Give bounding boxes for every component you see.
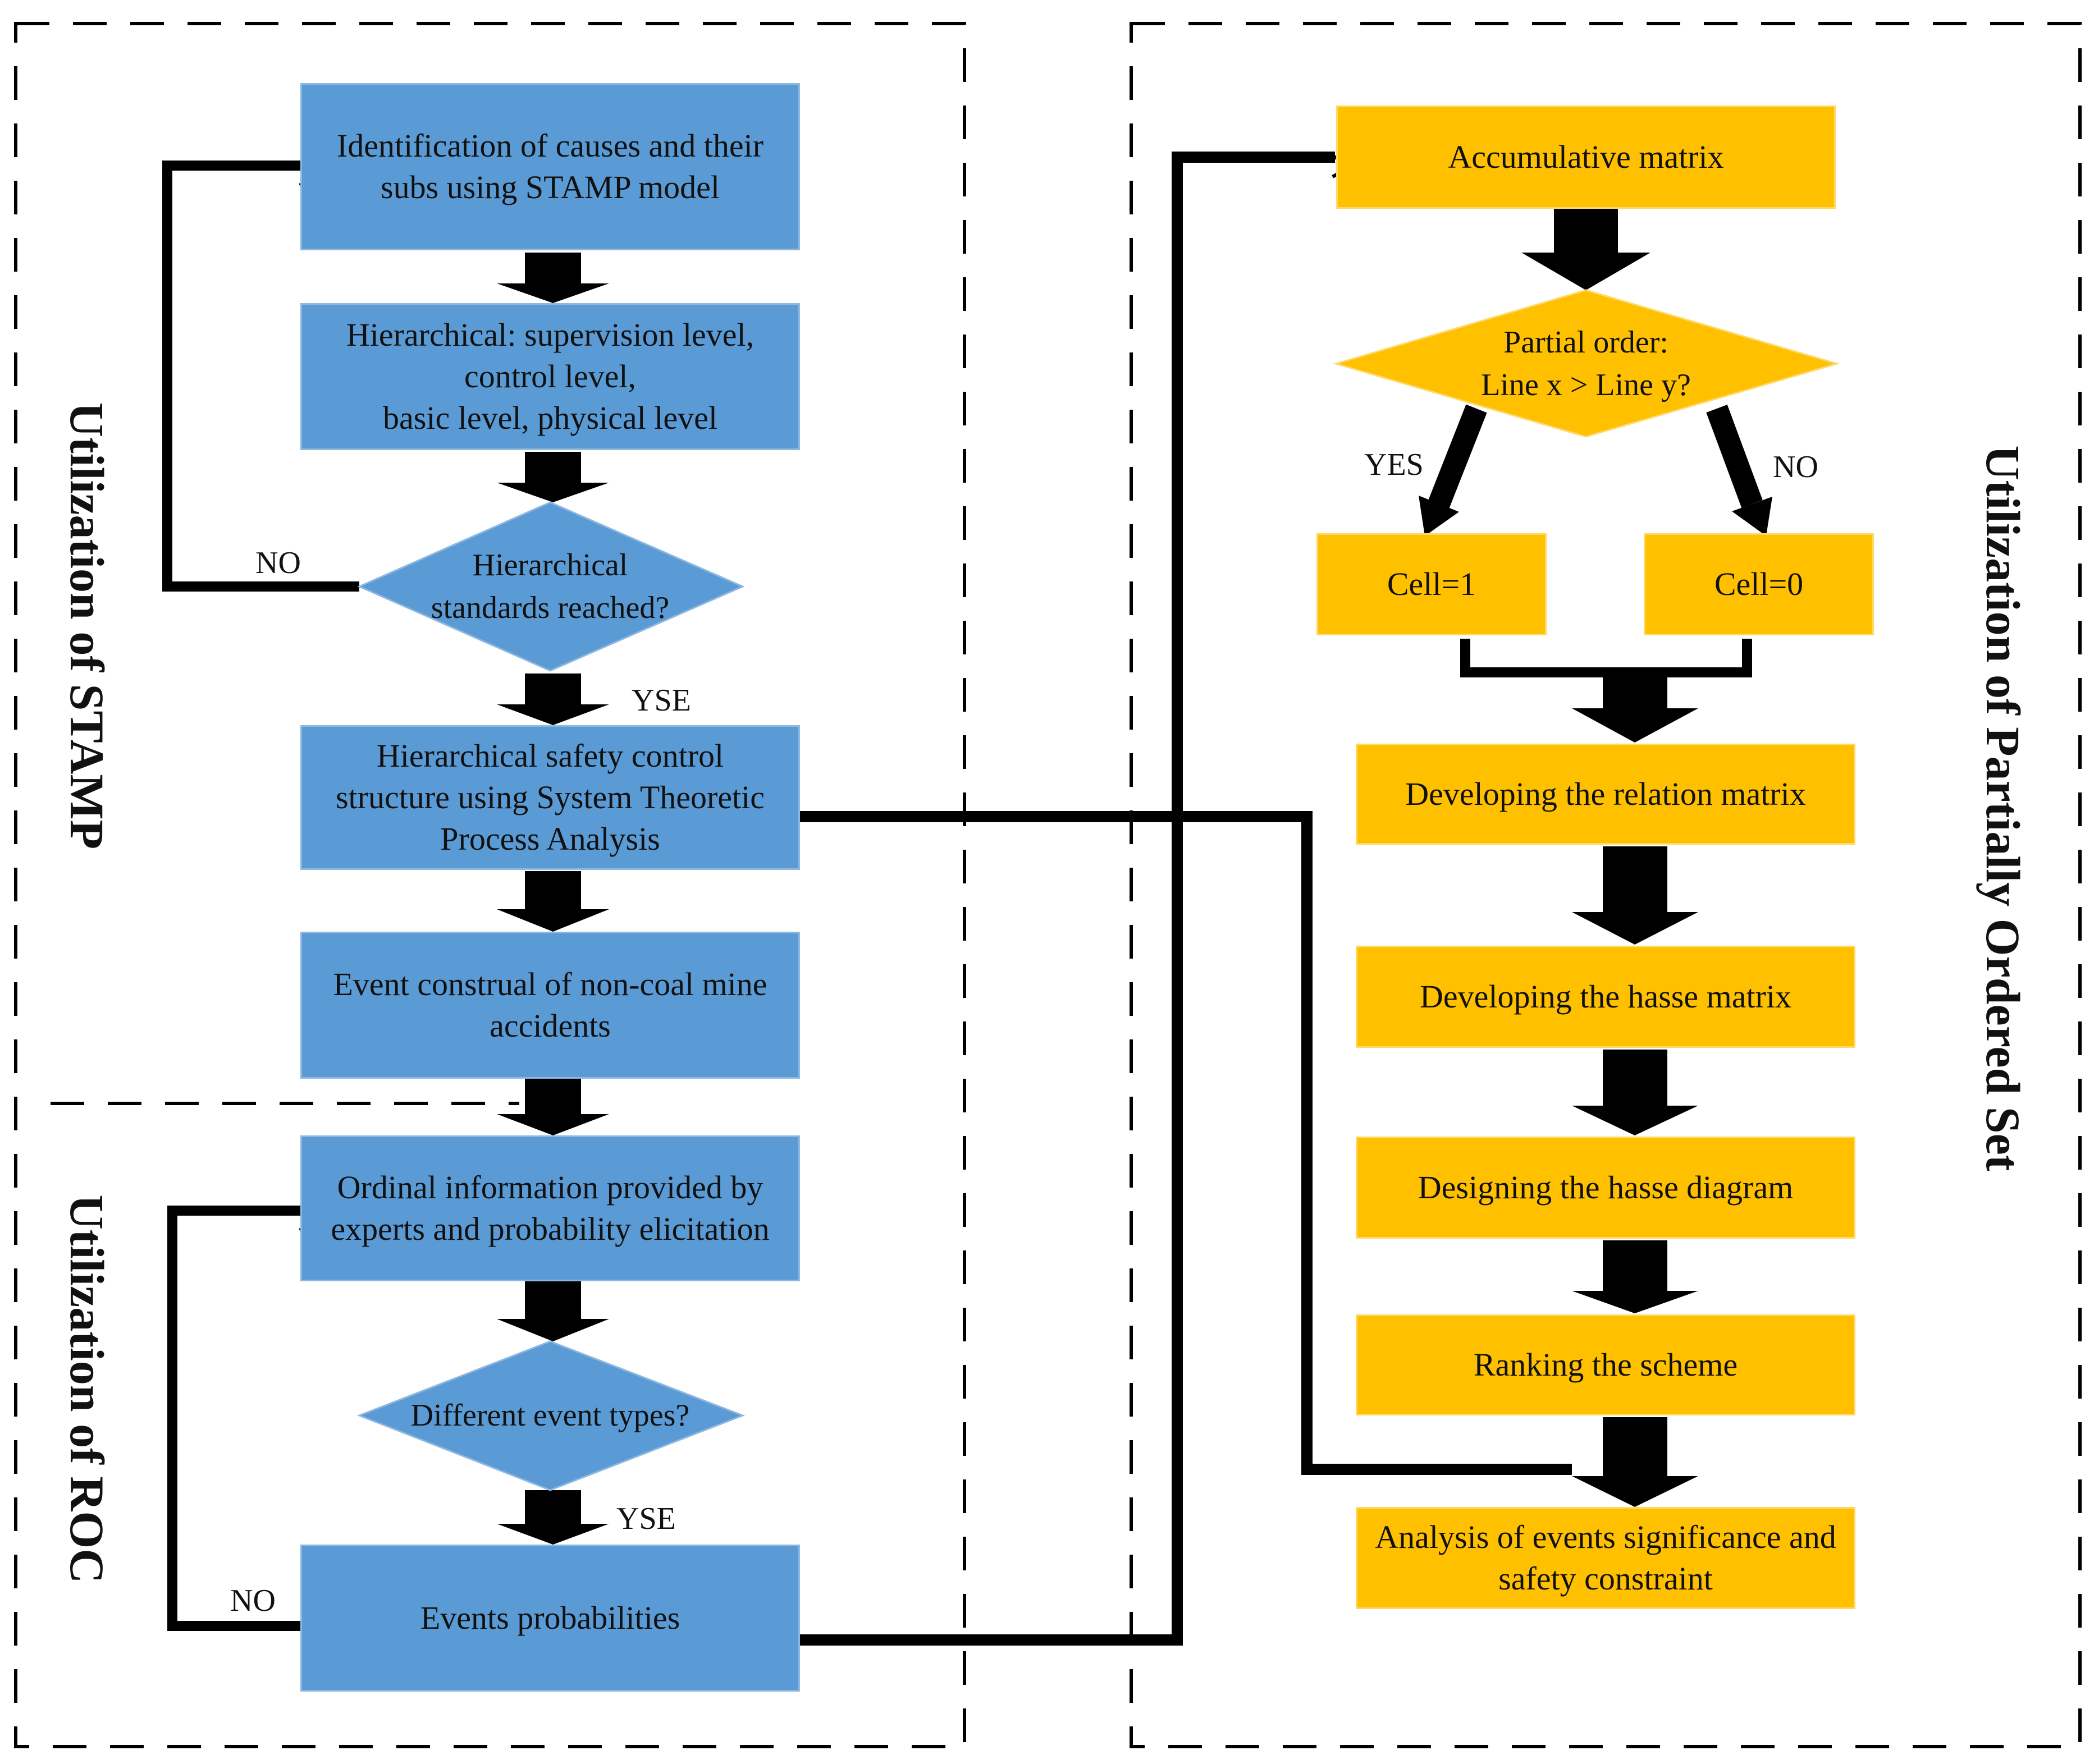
arrow-decision-to-control bbox=[497, 673, 609, 725]
arrow-event-to-ordinal bbox=[497, 1079, 609, 1135]
hasse-diagram-box[interactable]: Designing the hasse diagram bbox=[1356, 1137, 1855, 1239]
hierarchical-levels-box[interactable]: Hierarchical: supervision level, control… bbox=[300, 303, 800, 450]
hasse-matrix-box[interactable]: Developing the hasse matrix bbox=[1356, 946, 1855, 1048]
arrow-relation-to-hasse-matrix bbox=[1572, 846, 1698, 945]
poset-decision-yes-label: YES bbox=[1364, 447, 1424, 482]
arrow-decision-yes-head bbox=[1419, 496, 1459, 536]
cells-merge-bracket bbox=[1460, 639, 1752, 677]
arrow-ranking-to-analysis bbox=[1572, 1417, 1698, 1507]
stamp-decision-text: Hierarchical standards reached? bbox=[431, 548, 670, 625]
arrow-decision-no-line bbox=[1706, 405, 1763, 508]
stamp-section-frame bbox=[14, 22, 966, 1748]
roc-decision-no-label: NO bbox=[230, 1583, 276, 1618]
roc-no-loop bbox=[167, 1206, 321, 1631]
poset-decision-no-label: NO bbox=[1773, 450, 1818, 484]
roc-decision-yes-label: YSE bbox=[616, 1501, 676, 1536]
ordinal-information-box[interactable]: Ordinal information provided by experts … bbox=[300, 1135, 800, 1281]
arrow-control-to-event bbox=[497, 871, 609, 932]
stamp-no-loop bbox=[162, 161, 359, 592]
stamp-decision-diamond bbox=[357, 501, 745, 672]
event-construal-box[interactable]: Event construal of non-coal mine acciden… bbox=[300, 932, 800, 1079]
poset-decision-diamond bbox=[1333, 289, 1840, 438]
arrow-decision-to-probabilities bbox=[497, 1490, 609, 1545]
probabilities-to-accumulative-line bbox=[800, 152, 1354, 1646]
analysis-significance-box[interactable]: Analysis of events significance and safe… bbox=[1356, 1507, 1855, 1609]
arrow-decision-no-head bbox=[1732, 497, 1772, 536]
stamp-section-title: Utilization of STAMP bbox=[60, 402, 114, 850]
arrow-hasse-matrix-to-diagram bbox=[1572, 1050, 1698, 1135]
control-structure-box[interactable]: Hierarchical safety control structure us… bbox=[300, 725, 800, 870]
poset-section-title: Utilization of Partially Ordered Set bbox=[1976, 445, 2030, 1171]
poset-section-frame bbox=[1130, 22, 2082, 1748]
cell-zero-box[interactable]: Cell=0 bbox=[1644, 533, 1874, 635]
arrow-decision-yes-line bbox=[1428, 404, 1487, 508]
stamp-decision-no-label: NO bbox=[255, 546, 301, 580]
identify-causes-box[interactable]: Identification of causes and their subs … bbox=[300, 83, 800, 250]
roc-decision-text: Different event types? bbox=[410, 1398, 690, 1433]
arrow-accumulative-to-decision bbox=[1521, 209, 1650, 290]
roc-decision-diamond bbox=[356, 1340, 746, 1491]
arrow-identify-to-hierarchical bbox=[497, 253, 609, 303]
arrow-merge-to-relation bbox=[1572, 676, 1698, 743]
accumulative-matrix-box[interactable]: Accumulative matrix bbox=[1336, 106, 1836, 209]
relation-matrix-box[interactable]: Developing the relation matrix bbox=[1356, 744, 1855, 845]
arrow-hierarchical-to-decision bbox=[497, 452, 609, 502]
cell-one-box[interactable]: Cell=1 bbox=[1316, 533, 1547, 635]
poset-decision-text: Partial order: Line x > Line y? bbox=[1481, 325, 1691, 402]
stamp-decision-yes-label: YSE bbox=[632, 683, 691, 718]
arrow-diagram-to-ranking bbox=[1572, 1240, 1698, 1313]
events-probabilities-box[interactable]: Events probabilities bbox=[300, 1545, 800, 1692]
arrow-ordinal-to-decision bbox=[497, 1281, 609, 1341]
control-structure-to-analysis-line bbox=[800, 811, 1572, 1475]
ranking-scheme-box[interactable]: Ranking the scheme bbox=[1356, 1314, 1855, 1415]
roc-section-title: Utilization of ROC bbox=[60, 1194, 114, 1584]
